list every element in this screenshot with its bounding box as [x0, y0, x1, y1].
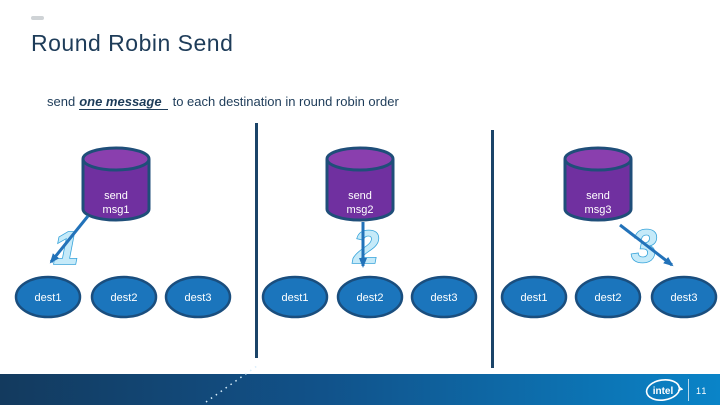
send-arrow-to-dest1: [49, 215, 90, 264]
destination-node: dest3: [164, 275, 232, 319]
intel-logo: intel: [645, 379, 683, 401]
destination-label: dest2: [595, 292, 622, 304]
cylinder-body: [81, 159, 151, 222]
cylinder-label-line1: send: [104, 190, 128, 202]
step-number-3: 3: [631, 220, 657, 272]
footer-bar: [0, 374, 720, 405]
destination-label: dest1: [35, 292, 62, 304]
destination-node: dest3: [650, 275, 718, 319]
subtitle-emphasis: one message: [79, 94, 168, 110]
send-arrow-to-dest3: [619, 223, 674, 267]
page-number: 11: [696, 386, 708, 396]
destination-node: dest2: [90, 275, 158, 319]
round-robin-step-3: send msg3 3 dest1 dest2 dest3: [500, 146, 718, 319]
message-cylinder-1: send msg1: [81, 146, 151, 222]
destination-label: dest3: [671, 292, 698, 304]
destination-label: dest1: [521, 292, 548, 304]
cylinder-top: [325, 146, 395, 172]
destination-node: dest1: [14, 275, 82, 319]
cylinder-top: [81, 146, 151, 172]
destination-node: dest1: [261, 275, 329, 319]
cylinder-label-line1: send: [348, 190, 372, 202]
destination-node: dest2: [336, 275, 404, 319]
message-cylinder-2: send msg2: [325, 146, 395, 222]
destination-node: dest1: [500, 275, 568, 319]
destination-label: dest2: [357, 292, 384, 304]
stray-mark: [31, 16, 44, 20]
message-cylinder-3: send msg3: [563, 146, 633, 222]
cylinder-label-line2: msg2: [347, 204, 374, 216]
cylinder-body: [325, 159, 395, 222]
round-robin-step-2: send msg2 2 dest1 dest2 dest3: [261, 146, 478, 319]
destination-label: dest3: [185, 292, 212, 304]
cylinder-label-line2: msg3: [585, 204, 612, 216]
step-number-1: 1: [53, 222, 79, 274]
intel-logo-text: intel: [653, 386, 674, 397]
destination-label: dest1: [282, 292, 309, 304]
subtitle-prefix: send: [47, 94, 76, 109]
cylinder-top: [563, 146, 633, 172]
footer-separator: [688, 379, 689, 401]
round-robin-step-1: send msg1 1 dest1 dest2 dest3: [14, 146, 232, 319]
intel-logo-swoosh-tip: [677, 385, 683, 392]
destination-node: dest3: [410, 275, 478, 319]
slide-title: Round Robin Send: [31, 30, 234, 56]
destination-label: dest3: [431, 292, 458, 304]
destination-label: dest2: [111, 292, 138, 304]
cylinder-label-line1: send: [586, 190, 610, 202]
subtitle-suffix: to each destination in round robin order: [172, 94, 399, 109]
cylinder-label-line2: msg1: [103, 204, 130, 216]
destination-node: dest2: [574, 275, 642, 319]
cylinder-body: [563, 159, 633, 222]
step-number-2: 2: [352, 221, 379, 273]
